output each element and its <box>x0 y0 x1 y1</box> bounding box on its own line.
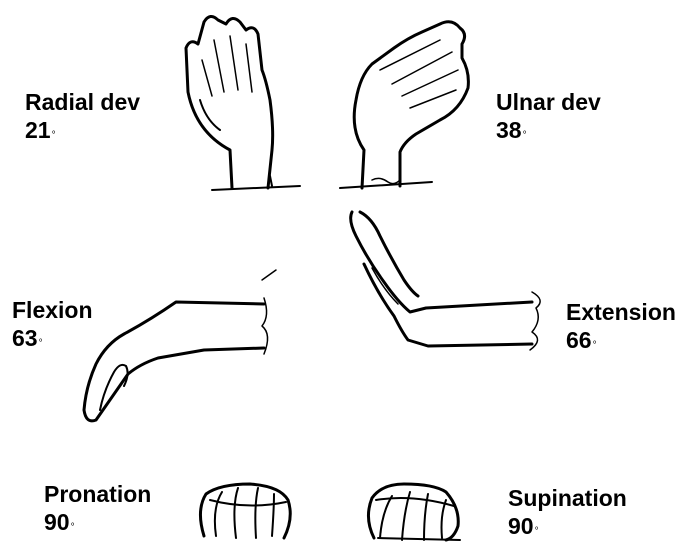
extension-name: Extension <box>566 299 676 325</box>
pronation-fist-drawing <box>200 484 290 538</box>
flexion-value: 63 <box>12 325 38 351</box>
flexion-label: Flexion 63° <box>12 296 93 358</box>
ulnar-deviation-name: Ulnar dev <box>496 89 601 115</box>
supination-value: 90 <box>508 513 534 539</box>
degree-symbol: ° <box>39 338 43 349</box>
degree-symbol: ° <box>593 340 597 351</box>
supination-name: Supination <box>508 485 627 511</box>
extension-hand-drawing <box>351 212 541 350</box>
pronation-value-line: 90° <box>44 508 151 542</box>
radial-deviation-name: Radial dev <box>25 89 140 115</box>
ulnar-deviation-label: Ulnar dev 38° <box>496 88 601 150</box>
flexion-name: Flexion <box>12 297 93 323</box>
radial-deviation-value: 21 <box>25 117 51 143</box>
degree-symbol: ° <box>71 522 75 533</box>
radial-deviation-label: Radial dev 21° <box>25 88 140 150</box>
extension-value-line: 66° <box>566 326 676 360</box>
degree-symbol: ° <box>535 526 539 537</box>
supination-value-line: 90° <box>508 512 627 546</box>
degree-symbol: ° <box>523 130 527 141</box>
ulnar-deviation-hand-drawing <box>340 22 468 188</box>
extension-value: 66 <box>566 327 592 353</box>
extension-label: Extension 66° <box>566 298 676 360</box>
flexion-value-line: 63° <box>12 324 93 358</box>
supination-fist-drawing <box>368 484 460 540</box>
flexion-hand-drawing <box>84 270 276 421</box>
pronation-value: 90 <box>44 509 70 535</box>
degree-symbol: ° <box>52 130 56 141</box>
pronation-name: Pronation <box>44 481 151 507</box>
ulnar-deviation-value-line: 38° <box>496 116 601 150</box>
ulnar-deviation-value: 38 <box>496 117 522 143</box>
pronation-label: Pronation 90° <box>44 480 151 542</box>
radial-deviation-value-line: 21° <box>25 116 140 150</box>
supination-label: Supination 90° <box>508 484 627 546</box>
radial-deviation-hand-drawing <box>186 16 300 190</box>
